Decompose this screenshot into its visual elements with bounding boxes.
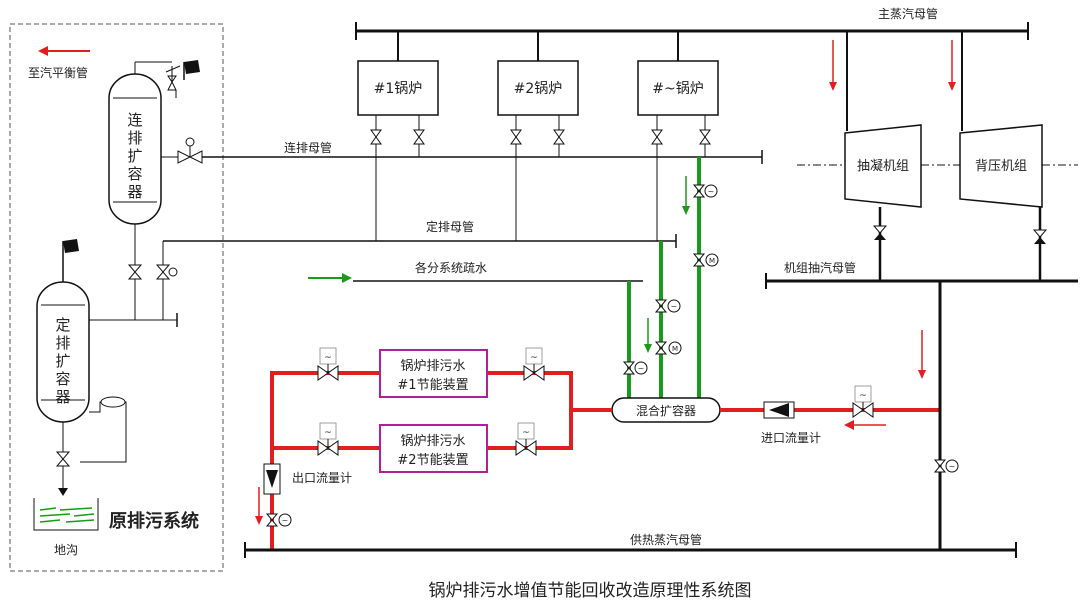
down-arrow-icon (644, 344, 652, 353)
inlet-flowmeter-icon (763, 401, 795, 419)
down-arrow-icon (829, 82, 837, 91)
cbd-header-label: 连排母管 (284, 140, 332, 155)
energy-saver-1-line1: 锅炉排污水 (400, 358, 465, 374)
pbd-flash-char-4: 容 (55, 370, 70, 388)
boiler-1 (357, 60, 439, 116)
saver-2-outlet-regulating-valve-icon: ~ (515, 422, 537, 456)
boiler-2-label: #2锅炉 (514, 81, 563, 97)
backpressure-turbine (959, 124, 1043, 208)
safety-valve-icon (165, 65, 181, 98)
pbd-drain-valve-icon (55, 451, 71, 467)
energy-saver-1-line2: #1节能装置 (397, 378, 468, 393)
trench-icon (33, 498, 99, 531)
to-balance-arrow-head (38, 46, 48, 56)
svg-text:~: ~ (282, 516, 289, 525)
check-valve-icon (872, 225, 888, 240)
vent-flag-icon (183, 60, 200, 80)
backpressure-turbine-label: 背压机组 (975, 159, 1027, 174)
down-arrow-icon (948, 82, 956, 91)
subsystem-drain-regulating-valve-icon: ~ (622, 361, 648, 375)
svg-text:~: ~ (530, 353, 538, 363)
svg-text:~: ~ (859, 391, 867, 401)
pbd-flash-char-1: 定 (55, 316, 70, 334)
cbd-flash-char-3: 扩 (127, 147, 142, 165)
condensing-turbine-label: 抽凝机组 (857, 158, 909, 174)
svg-text:~: ~ (638, 364, 645, 373)
cbd-drain-valve-icon (127, 264, 143, 280)
outlet-regulating-valve-icon: ~ (265, 513, 292, 527)
svg-text:M: M (709, 257, 715, 265)
svg-text:~: ~ (324, 353, 332, 363)
down-arrow-icon (918, 370, 926, 379)
flow-arrow-icon (844, 420, 854, 430)
pbd-drain-motor-valve-icon: M (654, 341, 682, 355)
cbd-drain-regulating-valve-icon (155, 264, 178, 280)
energy-saver-2 (379, 424, 488, 473)
mixing-flash-label: 混合扩容器 (636, 403, 696, 418)
boiler-n-blowdown-valves (651, 115, 711, 241)
energy-saver-1 (379, 349, 488, 398)
boiler-2 (497, 60, 579, 116)
pbd-header-label: 定排母管 (426, 219, 474, 234)
to-balance-label: 至汽平衡管 (28, 65, 88, 80)
saver-2-inlet-regulating-valve-icon: ~ (317, 422, 339, 456)
pbd-drain-regulating-valve-icon-2: ~ (654, 299, 681, 313)
cbd-drain-regulating-valve-icon-2: ~ (692, 184, 718, 198)
cbd-flash-char-4: 容 (127, 165, 142, 183)
boiler-1-label: #1锅炉 (374, 81, 423, 97)
main-steam-label: 主蒸汽母管 (878, 6, 938, 21)
inlet-regulating-valve-icon: ~ (852, 385, 874, 418)
boiler-2-blowdown-valves (510, 115, 565, 241)
saver-1-inlet-regulating-valve-icon: ~ (317, 347, 339, 381)
diagram-title: 锅炉排污水增值节能回收改造原理性系统图 (429, 581, 752, 601)
svg-text:~: ~ (671, 302, 678, 311)
down-arrow-icon (682, 206, 690, 215)
check-valve-icon (1032, 229, 1048, 244)
energy-saver-2-line1: 锅炉排污水 (400, 433, 465, 449)
heating-regulating-valve-icon: ~ (933, 459, 959, 473)
pbd-flash-char-3: 扩 (55, 352, 70, 370)
outlet-flowmeter-label: 出口流量计 (292, 471, 352, 485)
extraction-header-label: 机组抽汽母管 (784, 260, 856, 275)
energy-saver-2-line2: #2节能装置 (397, 453, 468, 468)
subsystem-drain-label: 各分系统疏水 (415, 260, 487, 275)
svg-text:~: ~ (708, 187, 715, 196)
legacy-system-label: 原排污系统 (109, 510, 199, 532)
pbd-flash-char-5: 器 (55, 388, 70, 406)
down-arrow-icon (255, 516, 263, 525)
heating-steam-label: 供热蒸汽母管 (630, 532, 702, 547)
cbd-flash-char-5: 器 (127, 183, 142, 201)
condensing-turbine (844, 124, 922, 208)
boiler-1-blowdown-valves (370, 115, 425, 241)
cbd-flash-char-1: 连 (127, 111, 142, 129)
pbd-flash-char-2: 排 (55, 334, 70, 352)
legacy-system-box (9, 23, 224, 572)
cbd-inlet-regulating-valve-icon (177, 137, 203, 164)
saver-1-outlet-regulating-valve-icon: ~ (523, 347, 545, 381)
inlet-flowmeter-label: 进口流量计 (761, 431, 821, 445)
boiler-n-label: #~锅炉 (652, 81, 703, 97)
boiler-n (637, 60, 719, 116)
outlet-flowmeter-icon (263, 463, 281, 495)
svg-text:M: M (672, 345, 678, 353)
cbd-drain-motor-valve-icon: M (692, 253, 719, 267)
svg-text:~: ~ (324, 428, 332, 438)
svg-text:~: ~ (949, 462, 956, 471)
cbd-flash-char-2: 排 (127, 129, 142, 147)
svg-text:~: ~ (522, 428, 530, 438)
pbd-vent-flag-icon (62, 239, 79, 256)
trench-label: 地沟 (54, 543, 78, 557)
